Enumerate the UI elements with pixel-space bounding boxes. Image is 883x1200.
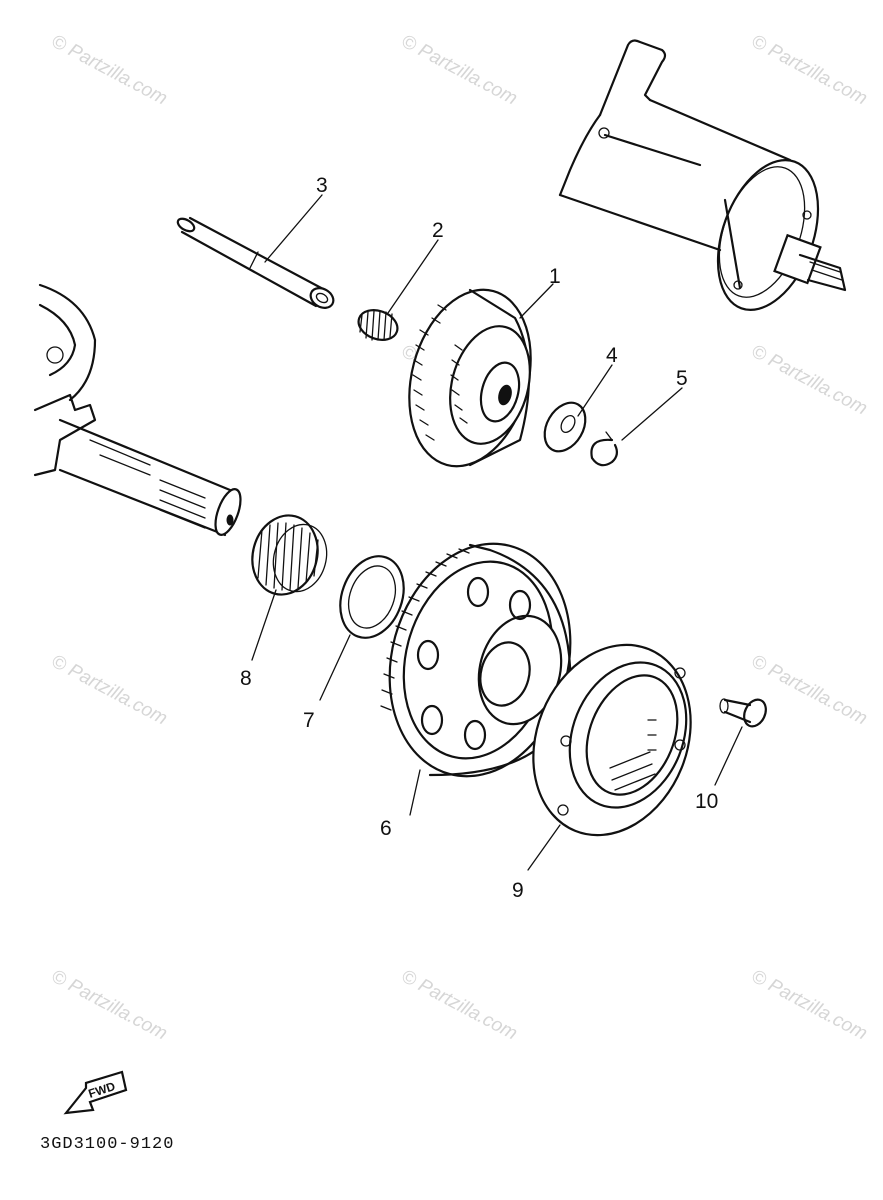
diagram-code: 3GD3100-9120 <box>40 1135 174 1154</box>
leader-lines <box>251 194 743 871</box>
part-2-needle-bearing <box>357 309 399 341</box>
starter-motor <box>558 39 847 311</box>
part-1-idler-gear <box>408 288 532 468</box>
callout-3: 3 <box>316 174 328 197</box>
watermark: © Partzilla.com <box>748 966 871 1045</box>
part-8-needle-bearing <box>251 514 328 596</box>
watermark: © Partzilla.com <box>48 651 171 730</box>
callout-5: 5 <box>676 367 688 390</box>
callout-1: 1 <box>549 265 561 288</box>
watermark: © Partzilla.com <box>398 31 521 110</box>
callout-10: 10 <box>695 790 718 813</box>
callout-6: 6 <box>380 817 392 840</box>
part-4-washer <box>543 401 587 453</box>
part-5-circlip <box>590 431 619 467</box>
callout-7: 7 <box>303 709 315 732</box>
callout-2: 2 <box>432 219 444 242</box>
watermark: © Partzilla.com <box>398 966 521 1045</box>
part-7-thrust-washer <box>339 555 405 639</box>
fwd-arrow-icon: FWD <box>63 1070 128 1115</box>
watermark: © Partzilla.com <box>48 966 171 1045</box>
callout-9: 9 <box>512 879 524 902</box>
watermark: © Partzilla.com <box>748 31 871 110</box>
part-3-shaft <box>176 216 335 309</box>
part-10-bolt <box>719 698 767 728</box>
crankshaft <box>33 283 242 537</box>
watermark: © Partzilla.com <box>48 31 171 110</box>
callout-labels: 3 2 1 4 5 8 7 6 9 10 <box>240 174 718 902</box>
part-9-one-way-clutch <box>532 643 692 837</box>
callout-4: 4 <box>606 344 618 367</box>
callout-8: 8 <box>240 667 252 690</box>
watermark: © Partzilla.com <box>748 341 871 420</box>
watermark: © Partzilla.com <box>748 651 871 730</box>
